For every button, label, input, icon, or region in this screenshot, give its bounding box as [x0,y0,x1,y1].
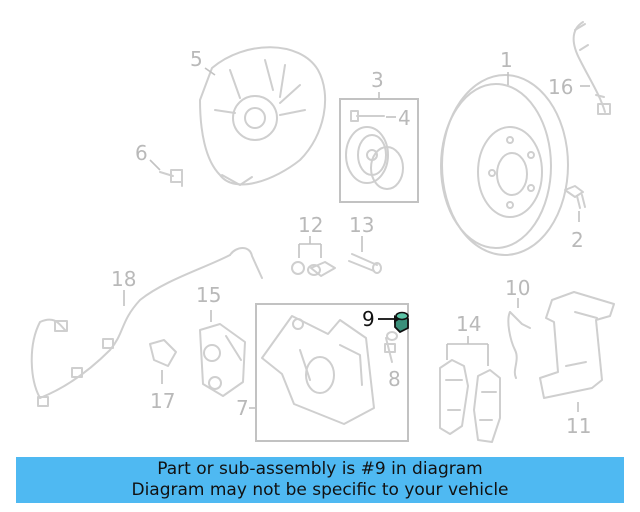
banner-line-1: Part or sub-assembly is #9 in diagram [157,459,483,479]
banner-line-2: Diagram may not be specific to your vehi… [131,480,509,500]
callout-11: 11 [566,414,591,438]
caliper-bracket [539,291,615,399]
guide-pin [348,253,382,274]
callout-14: 14 [456,312,481,336]
brake-pads [439,359,501,443]
callout-12: 12 [298,213,323,237]
callout-8: 8 [388,367,401,391]
callout-17: 17 [150,389,175,413]
dust-cap-highlighted[interactable] [394,311,409,334]
info-banner: Part or sub-assembly is #9 in diagram Di… [16,457,624,503]
callout-4: 4 [398,106,411,130]
brake-rotor [440,74,569,256]
callout-6: 6 [135,141,148,165]
callout-2: 2 [571,228,584,252]
caliper-assembly-box [255,303,409,442]
motor-seal [149,339,177,367]
callout-9: 9 [362,307,375,331]
callout-13: 13 [349,213,374,237]
brake-caliper [261,315,375,425]
callout-7: 7 [236,396,249,420]
callout-5: 5 [190,47,203,71]
callout-10: 10 [505,276,530,300]
brake-motor [199,323,246,397]
hub-bolt [350,110,385,122]
splash-shield [199,46,327,186]
callout-3: 3 [371,68,384,92]
spring-clip [507,311,531,379]
callout-16: 16 [548,75,573,99]
rotor-screw [564,185,586,209]
shield-screw [159,169,183,187]
guide-bushings [291,261,336,277]
callout-1: 1 [500,48,513,72]
wear-sensor-cable [30,247,263,407]
callout-18: 18 [111,267,136,291]
wheel-hub [345,126,404,190]
bleeder-screw [384,331,398,363]
brake-hose [572,21,611,115]
callout-15: 15 [196,283,221,307]
